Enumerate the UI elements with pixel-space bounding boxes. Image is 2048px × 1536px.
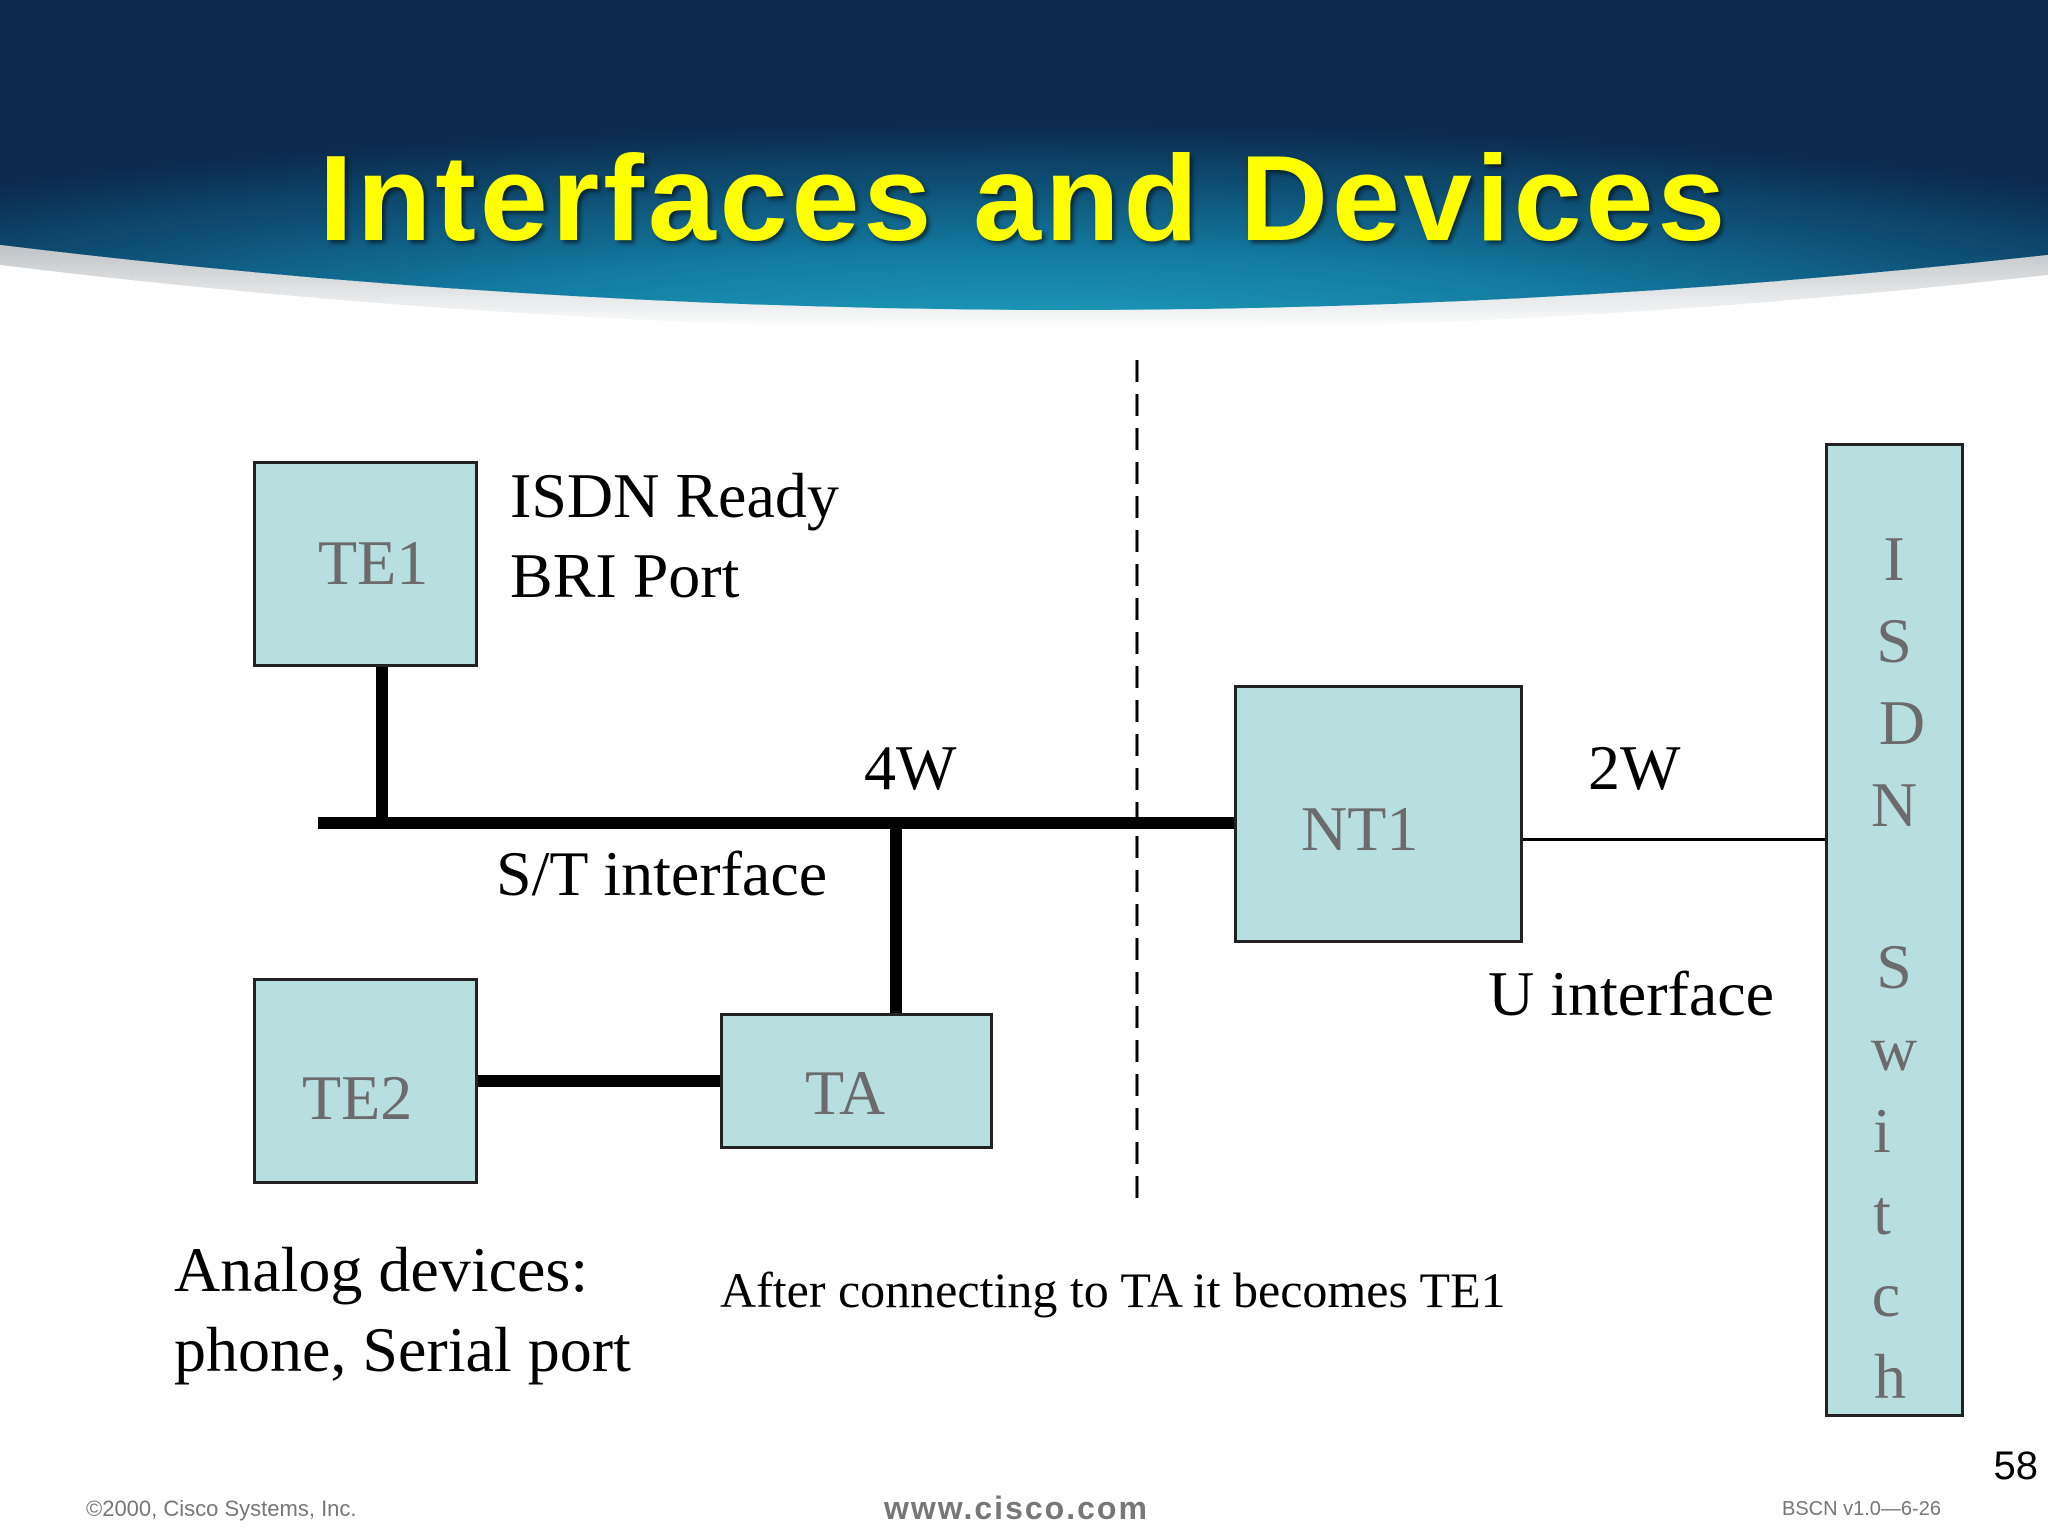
switch-letter: S xyxy=(1876,931,1912,1002)
slide-title: Interfaces and Devices xyxy=(318,130,1730,266)
switch-letter: h xyxy=(1874,1341,1906,1412)
analog-devices-label: Analog devices: xyxy=(174,1234,589,1305)
te1-drop-wire xyxy=(376,664,388,823)
page-number: 58 xyxy=(1993,1444,2039,1488)
te2-label: TE2 xyxy=(302,1062,413,1133)
te1-box: TE1 xyxy=(253,461,478,667)
four-wire-label: 4W xyxy=(864,732,957,803)
te1-label: TE1 xyxy=(318,527,429,598)
website-text: www.cisco.com xyxy=(884,1490,1149,1526)
u-interface-label: U interface xyxy=(1488,958,1775,1029)
switch-letter: c xyxy=(1871,1259,1901,1330)
isdn-ready-label: ISDN Ready xyxy=(510,460,839,531)
demarcation-line xyxy=(1135,360,1139,1200)
ta-drop-wire xyxy=(890,823,902,1015)
nt1-label: NT1 xyxy=(1301,793,1419,864)
analog-devices-examples: phone, Serial port xyxy=(174,1314,631,1385)
bri-port-label: BRI Port xyxy=(510,540,740,611)
switch-letter: S xyxy=(1876,605,1912,676)
switch-letter: N xyxy=(1870,769,1918,840)
course-code: BSCN v1.0—6-26 xyxy=(1782,1498,1941,1520)
nt1-box: NT1 xyxy=(1234,685,1523,943)
copyright-text: ©2000, Cisco Systems, Inc. xyxy=(86,1496,357,1521)
ta-label: TA xyxy=(805,1057,886,1128)
u-wire xyxy=(1521,838,1827,841)
switch-letter: D xyxy=(1878,687,1926,758)
two-wire-label: 2W xyxy=(1588,732,1681,803)
st-bus-wire xyxy=(318,817,1237,829)
switch-letter: w xyxy=(1870,1013,1918,1084)
st-interface-label: S/T interface xyxy=(496,838,828,909)
title-banner xyxy=(0,0,2048,331)
switch-letter: t xyxy=(1873,1177,1891,1248)
te2-box: TE2 xyxy=(253,978,478,1184)
ta-box: TA xyxy=(720,1013,993,1149)
ta-note: After connecting to TA it becomes TE1 xyxy=(720,1262,1506,1318)
switch-letter: I xyxy=(1883,523,1905,594)
isdn-switch-box xyxy=(1825,443,1964,1417)
te2-ta-wire xyxy=(476,1075,722,1087)
switch-letter: i xyxy=(1873,1095,1891,1166)
